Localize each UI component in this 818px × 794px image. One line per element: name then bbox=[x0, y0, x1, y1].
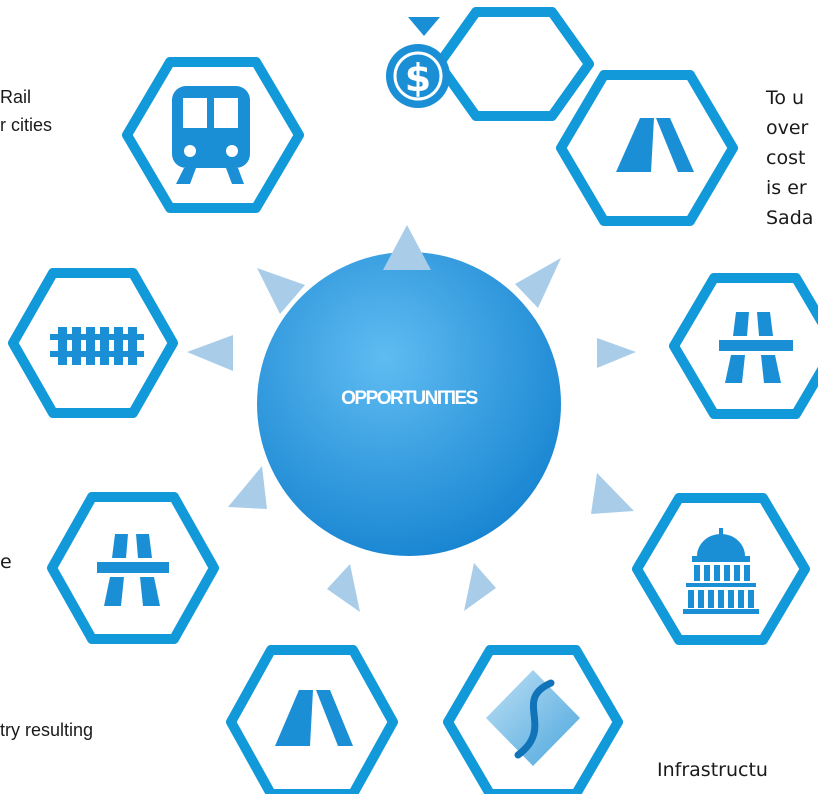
hexagon-road-top bbox=[556, 70, 738, 226]
river-icon bbox=[486, 670, 580, 766]
svg-text:$: $ bbox=[405, 56, 431, 100]
hexagon-railway bbox=[8, 268, 178, 418]
hexagon-river bbox=[443, 645, 623, 794]
arrow-up bbox=[383, 225, 431, 270]
text-top-right-2: over bbox=[766, 117, 809, 139]
government-building-icon bbox=[683, 528, 759, 614]
center-label: OPPORTUNITIES bbox=[341, 388, 478, 409]
hexagon-highway-right bbox=[669, 273, 818, 419]
road-icon bbox=[275, 690, 353, 746]
hexagon-government bbox=[632, 493, 810, 645]
text-top-right-5: Sada bbox=[766, 207, 814, 229]
arrows bbox=[187, 225, 636, 612]
hexagon-highway-left bbox=[47, 492, 219, 644]
hexagon-road-bottom bbox=[226, 645, 398, 794]
dollar-icon: $ bbox=[386, 17, 450, 108]
highway-icon bbox=[719, 312, 793, 383]
arrow-right bbox=[597, 338, 636, 368]
arrow-upper-left bbox=[257, 268, 305, 314]
hexagon-train bbox=[122, 57, 304, 213]
text-top-left-2: r cities bbox=[0, 115, 53, 135]
arrow-upper-right bbox=[515, 258, 561, 308]
arrow-down-right bbox=[464, 563, 496, 611]
text-top-right-1: To u bbox=[766, 87, 805, 109]
text-top-right-3: cost bbox=[766, 147, 806, 169]
arrow-left bbox=[187, 335, 233, 371]
arrow-down-left bbox=[327, 564, 360, 612]
text-top-right-4: is er bbox=[766, 177, 807, 199]
text-left-mid: e bbox=[0, 551, 12, 573]
text-top-left-1: Rail bbox=[0, 87, 32, 107]
text-bottom-right: Infrastructu bbox=[657, 759, 768, 781]
arrow-lower-right bbox=[591, 473, 634, 514]
text-bottom-left: try resulting bbox=[0, 720, 94, 740]
opportunities-circle bbox=[257, 252, 561, 556]
railway-track-icon bbox=[50, 327, 144, 365]
arrow-lower-left bbox=[228, 466, 267, 509]
road-icon bbox=[616, 118, 694, 172]
highway-icon bbox=[97, 534, 169, 606]
hexagon-finance: $ bbox=[386, 7, 594, 121]
